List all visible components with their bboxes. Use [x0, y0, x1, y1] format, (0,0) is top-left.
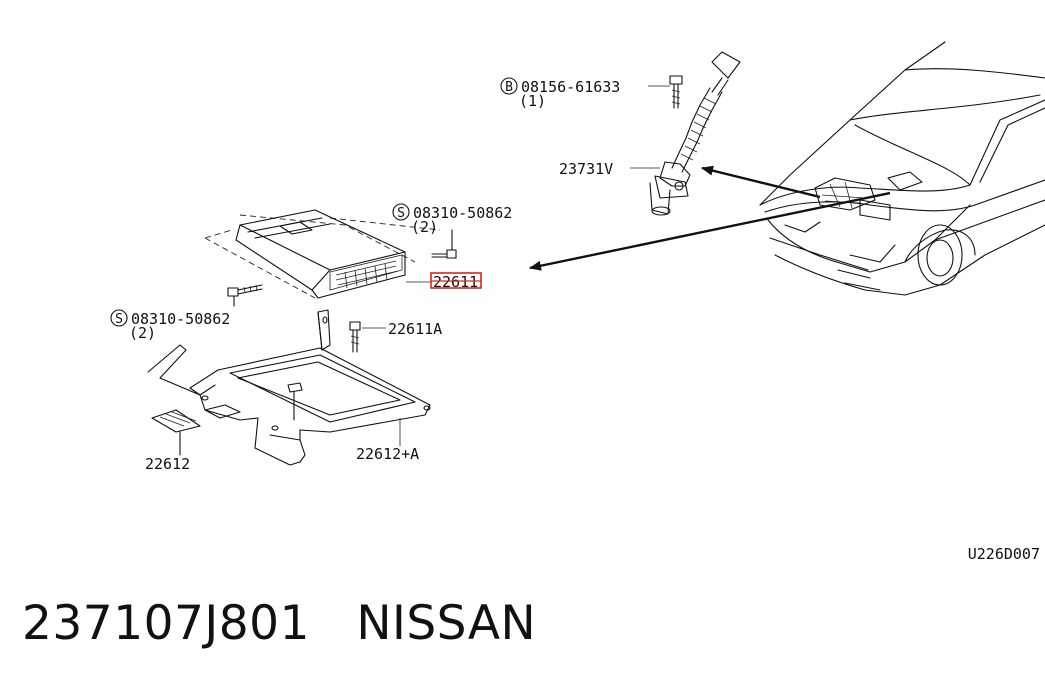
label-ecu: 22611 [430, 272, 482, 291]
footer-brand: NISSAN [356, 596, 537, 651]
screw-left-qty: (2) [129, 324, 156, 342]
arrow-to-sensor [701, 165, 821, 199]
parts-diagram: B 08156-61633 (1) 23731V S 08310-50862 (… [110, 41, 1045, 560]
bracket-partno: 22612+A [356, 445, 419, 463]
crank-sensor-assembly [649, 51, 741, 216]
ecu-partno: 22611 [433, 273, 478, 291]
label-bolt-b: B 08156-61633 (1) [500, 77, 620, 110]
screw-left-partno: 08310-50862 [131, 310, 230, 328]
bolt-b-qty: (1) [519, 92, 546, 110]
sensor-partno: 23731V [559, 160, 613, 178]
car-illustration [759, 41, 1045, 296]
bolt-b-marker: B [505, 80, 513, 95]
screw-top-partno: 08310-50862 [413, 204, 512, 222]
label-screw-top: S 08310-50862 (2) [392, 203, 512, 236]
footer-part-number: 237107J801 [22, 596, 310, 651]
screw-top-marker: S [397, 206, 405, 221]
diagram-code: U226D007 [968, 545, 1040, 560]
footer-caption: 237107J801 NISSAN [22, 596, 536, 651]
ecu-unit [204, 209, 441, 299]
label-screw-left: S 08310-50862 (2) [110, 309, 230, 342]
screw-left [227, 284, 263, 307]
arrow-to-ecu [529, 191, 891, 271]
bolt-b-partno: 08156-61633 [521, 78, 620, 96]
screw-left-marker: S [115, 312, 123, 327]
bolt-a-partno: 22611A [388, 320, 442, 338]
ecu-bracket [147, 309, 431, 466]
screw-top-qty: (2) [411, 218, 438, 236]
pad-partno: 22612 [145, 455, 190, 473]
screw-top [431, 229, 457, 259]
pad-22612 [151, 409, 201, 456]
